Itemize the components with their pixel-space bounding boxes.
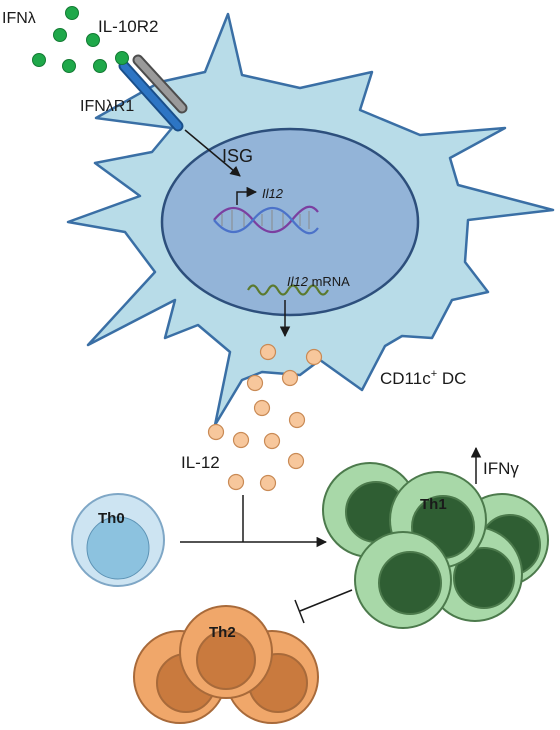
- dna-double-helix-icon: [213, 205, 319, 235]
- il12-dot: [259, 474, 277, 492]
- cd11c-suffix: DC: [437, 369, 466, 388]
- cd11c-dc-label: CD11c+ DC: [380, 368, 466, 388]
- il12-dot: [207, 423, 225, 441]
- il12-dot: [232, 431, 250, 449]
- th2-label: Th2: [209, 624, 236, 641]
- ifn-lambda-dot: [115, 51, 129, 65]
- signaling-arrow: [184, 129, 241, 177]
- il12-dot: [287, 452, 305, 470]
- isg-label: ISG: [222, 146, 253, 166]
- ifnlr1-label: IFNλR1: [80, 98, 134, 115]
- il12-dot: [281, 369, 299, 387]
- mrna-strand-icon: [247, 284, 329, 296]
- ifn-lambda-molecules: [32, 6, 129, 73]
- ifn-gamma-label: IFNγ: [483, 459, 519, 478]
- th0-label: Th0: [98, 510, 125, 527]
- cd11c-superscript: +: [431, 368, 437, 380]
- il12-gene-label: Il12: [262, 186, 284, 201]
- th0-cell: [71, 493, 165, 587]
- ifn-lambda-dot: [32, 53, 46, 67]
- ifn-lambda-dot: [53, 28, 67, 42]
- cd11c-main: CD11c: [380, 369, 431, 388]
- il12-dot: [259, 343, 277, 361]
- transcription-start-arrow: [236, 186, 258, 205]
- il12-dot: [305, 348, 323, 366]
- il12-label: IL-12: [181, 453, 220, 472]
- inhibition-symbol: [294, 589, 353, 624]
- th2-cell-cluster: [133, 605, 319, 724]
- ifn-lambda-label: IFNλ: [2, 10, 36, 27]
- il12-dot: [227, 473, 245, 491]
- ifn-lambda-dot: [65, 6, 79, 20]
- th1-cell-cluster: [322, 462, 549, 629]
- il12-mrna-label: Il12 mRNA: [287, 274, 350, 289]
- ifn-lambda-dot: [93, 59, 107, 73]
- receptor-complex-icon: [118, 54, 188, 132]
- il12-molecules: [207, 343, 323, 492]
- il10r2-label: IL-10R2: [98, 17, 158, 36]
- ifn-lambda-dot: [62, 59, 76, 73]
- il12-dot: [253, 399, 271, 417]
- ifn-lambda-dot: [86, 33, 100, 47]
- il12-dot: [263, 432, 281, 450]
- il12-mrna-gene: Il12: [287, 274, 309, 289]
- il12-dot: [246, 374, 264, 392]
- mrna-suffix: mRNA: [308, 274, 350, 289]
- th1-label: Th1: [420, 496, 447, 513]
- il12-dot: [288, 411, 306, 429]
